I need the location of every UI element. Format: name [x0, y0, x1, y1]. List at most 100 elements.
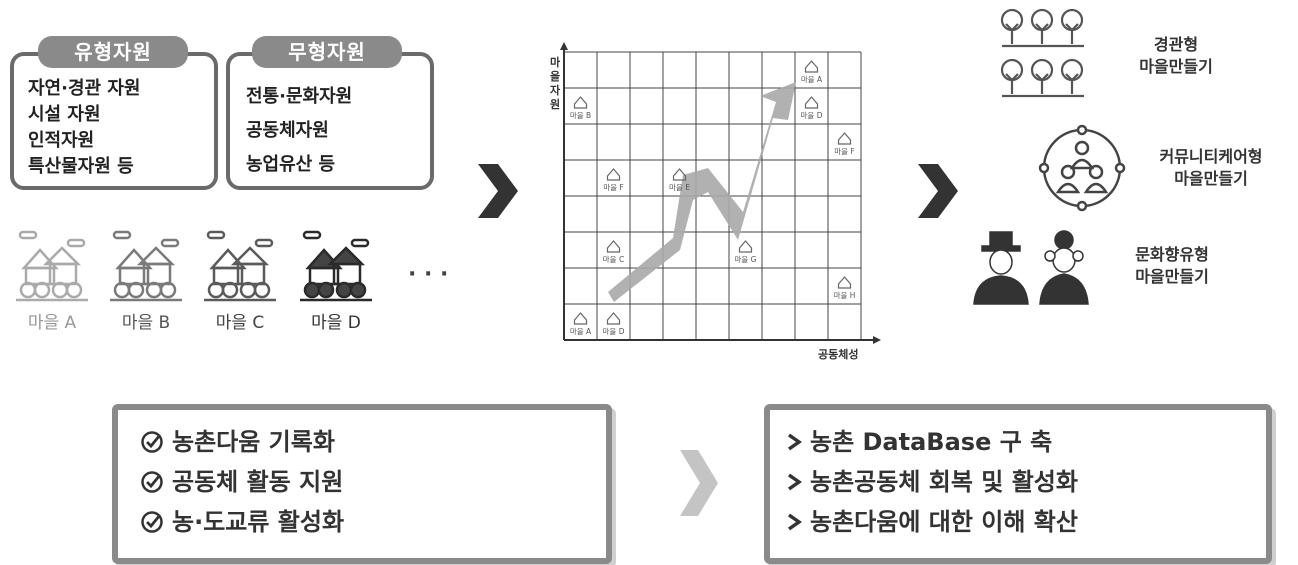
effects-list: 농촌 DataBase 구 축 농촌공동체 회복 및 활성화 농촌다움에 대한 …	[786, 422, 1078, 542]
village-point: 마을 H	[834, 276, 856, 300]
village-point-label: 마을 C	[603, 255, 624, 264]
chevron-right-icon	[787, 513, 802, 531]
village-point-label: 마을 G	[735, 255, 757, 264]
village-icon	[300, 230, 372, 302]
village-mini-icon	[837, 276, 852, 289]
effect-label: 농촌공동체 회복 및 활성화	[810, 468, 1078, 496]
village-point: 마을 A	[570, 312, 592, 336]
outcome-culture: 문화향유형 마을만들기	[1112, 244, 1232, 288]
village-point-label: 마을 B	[570, 111, 591, 120]
x-axis-label: 공동체성	[818, 347, 858, 361]
tangible-item: 자연·경관 자원	[28, 78, 141, 99]
outcome-community-care: 커뮤니티케어형 마을만들기	[1136, 146, 1286, 190]
village-point-label: 마을 D	[603, 327, 625, 336]
village-label: 마을 A	[27, 313, 77, 333]
village-icon	[110, 230, 182, 302]
outcome-label: 문화향유형	[1135, 245, 1209, 264]
outcome-label: 마을만들기	[1174, 169, 1248, 188]
village-point: 마을 A	[801, 60, 823, 84]
intangible-item: 농업유산 등	[246, 154, 336, 175]
village-b: 마을 B	[106, 228, 186, 333]
outcome-label: 경관형	[1153, 35, 1199, 54]
village-mini-icon	[804, 60, 819, 73]
village-point: 마을 D	[801, 96, 823, 120]
actions-box	[112, 404, 612, 564]
chevron-right-icon	[787, 473, 802, 491]
village-label: 마을 D	[311, 313, 361, 333]
village-point: 마을 C	[603, 240, 624, 264]
village-matrix-chart: 마을 A 마을 D 마을 B 마을 F 마을 F 마을 E 마을 C 마을 G 마을 H 마을 A…	[550, 42, 881, 361]
tangible-resource-list: 자연·경관 자원 시설 자원 인적자원 특산물자원 등	[28, 76, 140, 180]
intangible-item: 전통·문화자원	[246, 86, 353, 107]
village-mini-icon	[606, 312, 621, 325]
check-circle-icon	[141, 471, 163, 493]
check-circle-icon	[141, 431, 163, 453]
action-label: 공동체 활동 지원	[172, 468, 344, 496]
community-care-icon	[1038, 124, 1126, 212]
effect-label: 농촌 DataBase 구 축	[810, 428, 1053, 456]
village-mini-icon	[672, 168, 687, 181]
chevron-right-icon	[680, 450, 718, 516]
village-point: 마을 F	[603, 168, 624, 192]
check-circle-icon	[141, 511, 163, 533]
village-c: 마을 C	[200, 228, 280, 333]
village-icon	[16, 230, 88, 302]
village-point: 마을 D	[603, 312, 625, 336]
village-mini-icon	[606, 168, 621, 181]
outcome-label: 커뮤니티케어형	[1159, 147, 1263, 166]
village-point: 마을 G	[735, 240, 757, 264]
tangible-resource-title: 유형자원	[38, 36, 188, 68]
village-d: 마을 D	[296, 228, 376, 333]
village-mini-icon	[573, 312, 588, 325]
tangible-item: 시설 자원	[28, 104, 101, 125]
chevron-right-icon	[918, 164, 958, 218]
village-mini-icon	[837, 132, 852, 145]
y-axis-arrowhead	[560, 42, 568, 50]
village-point-label: 마을 A	[570, 327, 592, 336]
village-point-label: 마을 D	[801, 111, 823, 120]
effect-item: 농촌 DataBase 구 축	[786, 422, 1078, 462]
action-item: 농·도교류 활성화	[140, 502, 344, 542]
tree-icon	[1000, 8, 1084, 98]
village-point-label: 마을 A	[801, 75, 823, 84]
village-point-label: 마을 F	[603, 183, 624, 192]
village-mini-icon	[573, 96, 588, 109]
intangible-resource-title: 무형자원	[252, 36, 402, 68]
action-item: 농촌다움 기록화	[140, 422, 344, 462]
tangible-item: 인적자원	[28, 130, 95, 151]
intangible-resource-box	[226, 52, 434, 190]
village-label: 마을 B	[121, 313, 171, 333]
village-mini-icon	[606, 240, 621, 253]
tangible-item: 특산물자원 등	[28, 156, 134, 177]
outcome-landscape: 경관형 마을만들기	[1116, 34, 1236, 78]
effect-label: 농촌다움에 대한 이해 확산	[810, 508, 1078, 536]
actions-list: 농촌다움 기록화 공동체 활동 지원 농·도교류 활성화	[140, 422, 344, 542]
effect-item: 농촌다움에 대한 이해 확산	[786, 502, 1078, 542]
village-point: 마을 B	[570, 96, 591, 120]
action-label: 농촌다움 기록화	[172, 428, 335, 456]
outcome-label: 마을만들기	[1139, 57, 1213, 76]
more-villages-ellipsis: · · ·	[408, 262, 449, 287]
village-point: 마을 F	[834, 132, 855, 156]
village-point: 마을 E	[669, 168, 690, 192]
action-item: 공동체 활동 지원	[140, 462, 344, 502]
traditional-people-icon	[973, 230, 1089, 305]
village-point-label: 마을 E	[669, 183, 690, 192]
village-point-label: 마을 H	[834, 291, 856, 300]
x-axis-arrowhead	[873, 336, 881, 344]
village-mini-icon	[738, 240, 753, 253]
intangible-resource-list: 전통·문화자원 공동체자원 농업유산 등	[246, 80, 352, 182]
effects-box	[764, 404, 1272, 564]
village-icon	[204, 230, 276, 302]
action-label: 농·도교류 활성화	[172, 508, 345, 536]
growth-arrow	[608, 82, 796, 302]
effect-item: 농촌공동체 회복 및 활성화	[786, 462, 1078, 502]
village-a: 마을 A	[12, 228, 92, 333]
village-mini-icon	[804, 96, 819, 109]
chevron-right-icon	[787, 433, 802, 451]
chevron-right-icon	[478, 164, 518, 218]
village-label: 마을 C	[215, 313, 265, 333]
village-point-label: 마을 F	[834, 147, 855, 156]
outcome-label: 마을만들기	[1135, 267, 1209, 286]
